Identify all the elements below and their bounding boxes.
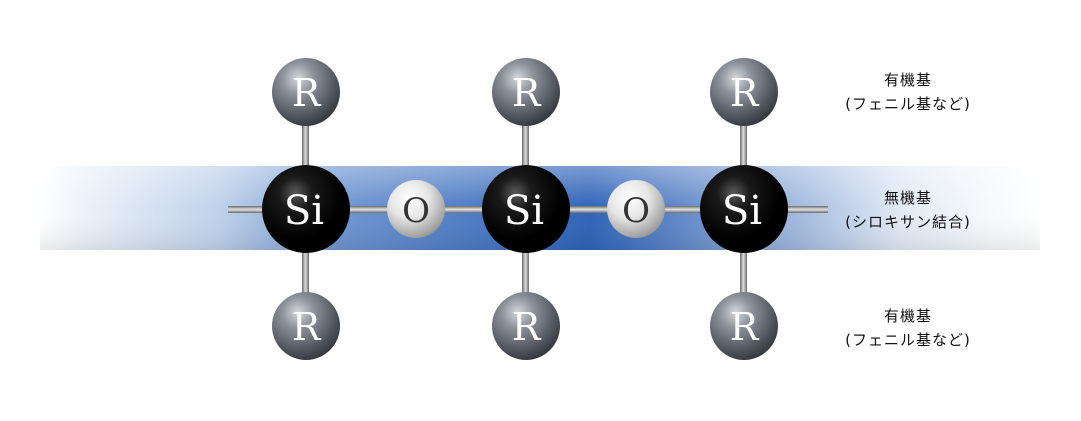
si-atom-label: Si bbox=[504, 188, 544, 234]
r-atom-label: R bbox=[512, 305, 542, 349]
r-atom-bottom-2: R bbox=[492, 292, 560, 360]
r-atom-bottom-3: R bbox=[710, 292, 778, 360]
o-atom-label: O bbox=[622, 191, 650, 231]
r-atom-bottom-1: R bbox=[272, 292, 340, 360]
r-atom-label: R bbox=[730, 71, 760, 115]
si-atom-1: Si bbox=[262, 165, 350, 253]
o-atom-label: O bbox=[402, 191, 430, 231]
label-top-line2: (フェニル基など) bbox=[845, 95, 971, 113]
si-atom-3: Si bbox=[700, 165, 788, 253]
si-atom-2: Si bbox=[482, 165, 570, 253]
r-atom-label: R bbox=[730, 305, 760, 349]
r-atom-top-3: R bbox=[710, 58, 778, 126]
r-atom-label: R bbox=[292, 71, 322, 115]
label-middle-line2: (シロキサン結合) bbox=[845, 213, 971, 231]
r-atom-top-1: R bbox=[272, 58, 340, 126]
label-middle-line1: 無機基 bbox=[883, 189, 932, 207]
label-bottom-line1: 有機基 bbox=[883, 307, 932, 325]
o-atom-2: O bbox=[607, 180, 665, 238]
r-atom-label: R bbox=[512, 71, 542, 115]
si-atom-label: Si bbox=[284, 188, 324, 234]
inorganic-group-label: 無機基 (シロキサン結合) bbox=[818, 186, 998, 234]
r-atom-label: R bbox=[292, 305, 322, 349]
r-atom-top-2: R bbox=[492, 58, 560, 126]
o-atom-1: O bbox=[387, 180, 445, 238]
organic-group-label-top: 有機基 (フェニル基など) bbox=[818, 68, 998, 116]
organic-group-label-bottom: 有機基 (フェニル基など) bbox=[818, 304, 998, 352]
label-bottom-line2: (フェニル基など) bbox=[845, 331, 971, 349]
label-top-line1: 有機基 bbox=[883, 71, 932, 89]
si-atom-label: Si bbox=[722, 188, 762, 234]
